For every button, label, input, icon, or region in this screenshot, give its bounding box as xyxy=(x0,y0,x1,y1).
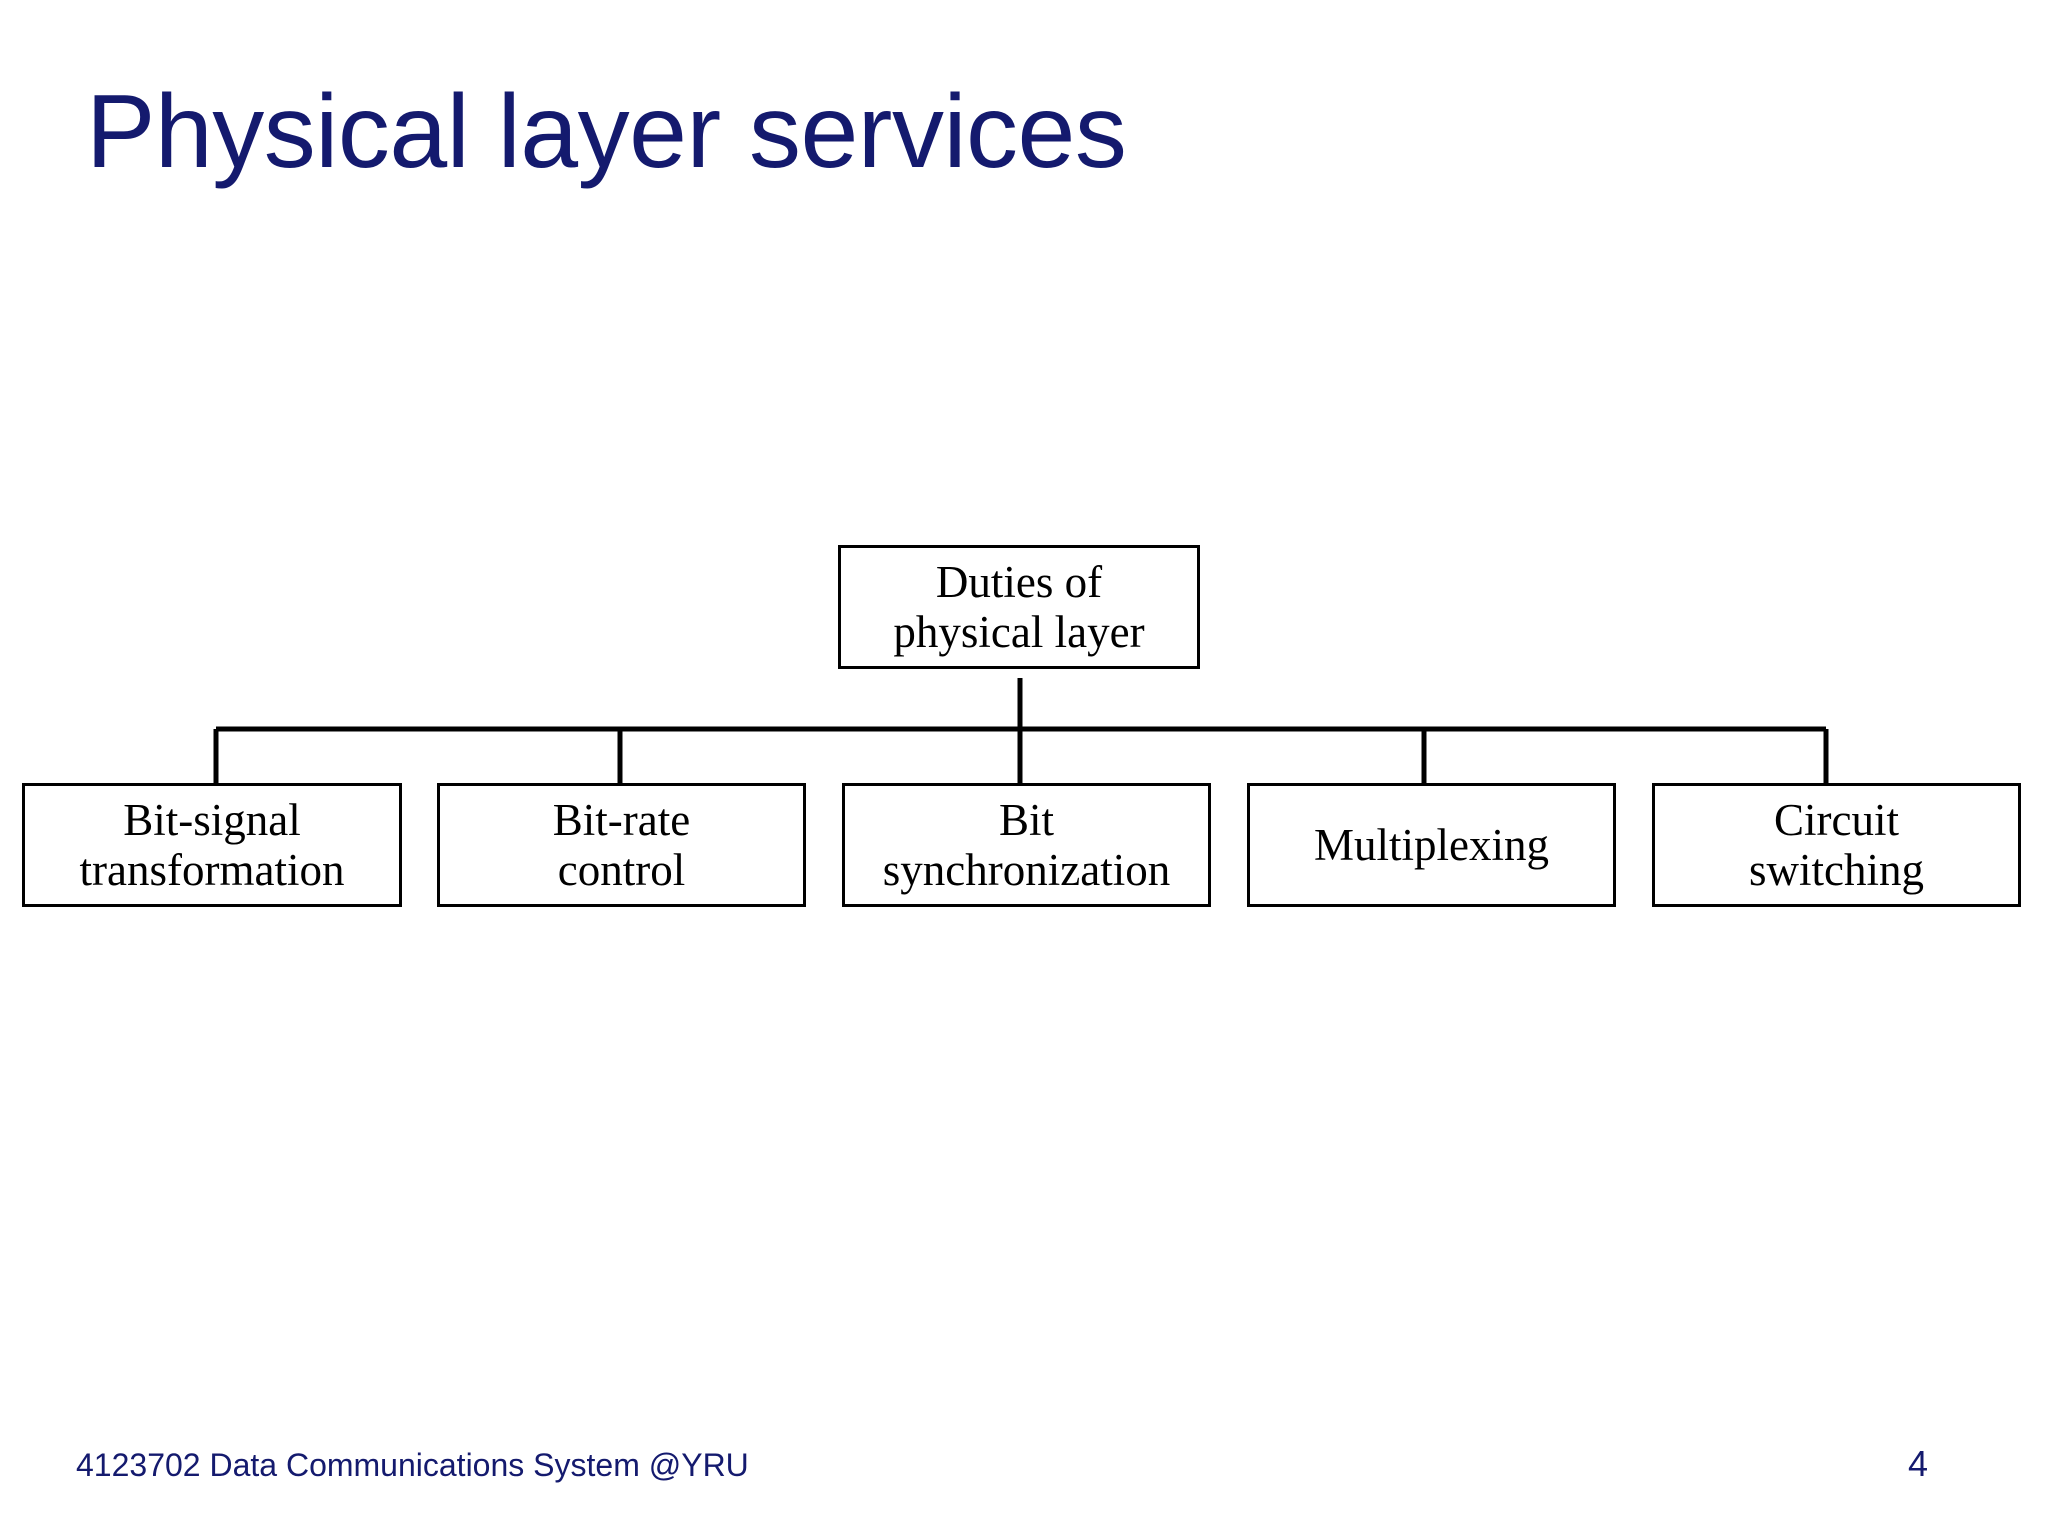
node-circuit-switching-label: Circuit switching xyxy=(1743,795,1930,896)
node-line1: Bit xyxy=(998,794,1055,845)
node-line1: Multiplexing xyxy=(1314,819,1549,870)
node-multiplexing-label: Multiplexing xyxy=(1308,820,1555,870)
node-line1: Bit-signal xyxy=(123,794,301,845)
node-bit-rate-control: Bit-rate control xyxy=(437,783,812,913)
footer-course-label: 4123702 Data Communications System @YRU xyxy=(76,1447,749,1483)
page-title: Physical layer services xyxy=(86,74,1127,190)
node-root-line1: Duties of xyxy=(935,556,1103,607)
node-bit-rate-control-label: Bit-rate control xyxy=(547,795,696,896)
node-bit-signal-transformation-label: Bit-signal transformation xyxy=(74,795,351,896)
node-bit-synchronization-label: Bit synchronization xyxy=(877,795,1176,896)
node-root-line2: physical layer xyxy=(893,607,1145,657)
node-root-label: Duties of physical layer xyxy=(887,557,1150,658)
node-bit-signal-transformation: Bit-signal transformation xyxy=(22,783,408,913)
node-duties-of-physical-layer: Duties of physical layer xyxy=(838,545,1206,675)
node-line2: control xyxy=(557,845,686,895)
page-number: 4 xyxy=(1908,1443,1929,1484)
node-line2: switching xyxy=(1749,845,1924,895)
node-line2: synchronization xyxy=(882,845,1171,895)
node-bit-synchronization: Bit synchronization xyxy=(842,783,1217,913)
node-line1: Circuit xyxy=(1774,794,1899,845)
node-line1: Bit-rate xyxy=(552,794,691,845)
node-multiplexing: Multiplexing xyxy=(1247,783,1622,913)
node-circuit-switching: Circuit switching xyxy=(1652,783,2027,913)
node-line2: transformation xyxy=(79,845,345,895)
